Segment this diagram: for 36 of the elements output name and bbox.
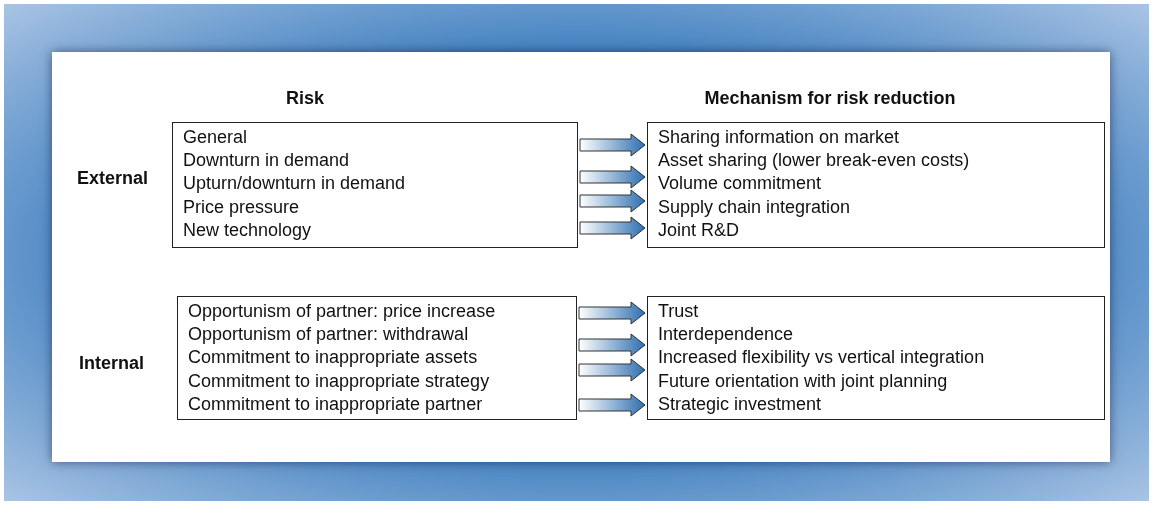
column-heading: Mechanism for risk reduction <box>704 88 956 109</box>
list-item: Future orientation with joint planning <box>658 369 949 393</box>
block-arrow <box>579 189 646 213</box>
list-item: Commitment to inappropriate partner <box>188 392 484 416</box>
column-heading: Risk <box>286 88 324 109</box>
row-heading: Internal <box>79 353 144 374</box>
text-box <box>172 122 578 248</box>
list-item: Sharing information on market <box>658 126 901 149</box>
row-heading: External <box>77 168 149 189</box>
list-item: Trust <box>658 300 700 323</box>
block-arrow <box>578 333 646 357</box>
list-item: Interdependence <box>658 323 795 347</box>
list-item: Price pressure <box>183 195 301 219</box>
list-item: Opportunism of partner: withdrawal <box>188 323 470 347</box>
list-item: Commitment to inappropriate assets <box>188 346 479 370</box>
list-item: Upturn/downturn in demand <box>183 172 407 196</box>
list-item: Increased flexibility vs vertical integration <box>658 346 986 370</box>
block-arrow <box>578 358 646 382</box>
block-arrow <box>578 301 646 325</box>
text-box <box>647 296 1105 420</box>
list-item: Supply chain integration <box>658 195 852 219</box>
list-item: General <box>183 126 249 149</box>
list-item: Opportunism of partner: price increase <box>188 300 497 323</box>
block-arrow <box>579 216 646 240</box>
list-item: Asset sharing (lower break-even costs) <box>658 149 971 173</box>
list-item: Commitment to inappropriate strategy <box>188 369 491 393</box>
block-arrow <box>578 393 646 417</box>
list-item: Downturn in demand <box>183 149 351 173</box>
list-item: New technology <box>183 218 313 242</box>
list-item: Strategic investment <box>658 392 823 416</box>
block-arrow <box>579 165 646 189</box>
text-box <box>647 122 1105 248</box>
block-arrow <box>579 133 646 157</box>
list-item: Volume commitment <box>658 172 823 196</box>
text-box <box>177 296 577 420</box>
list-item: Joint R&D <box>658 218 741 242</box>
